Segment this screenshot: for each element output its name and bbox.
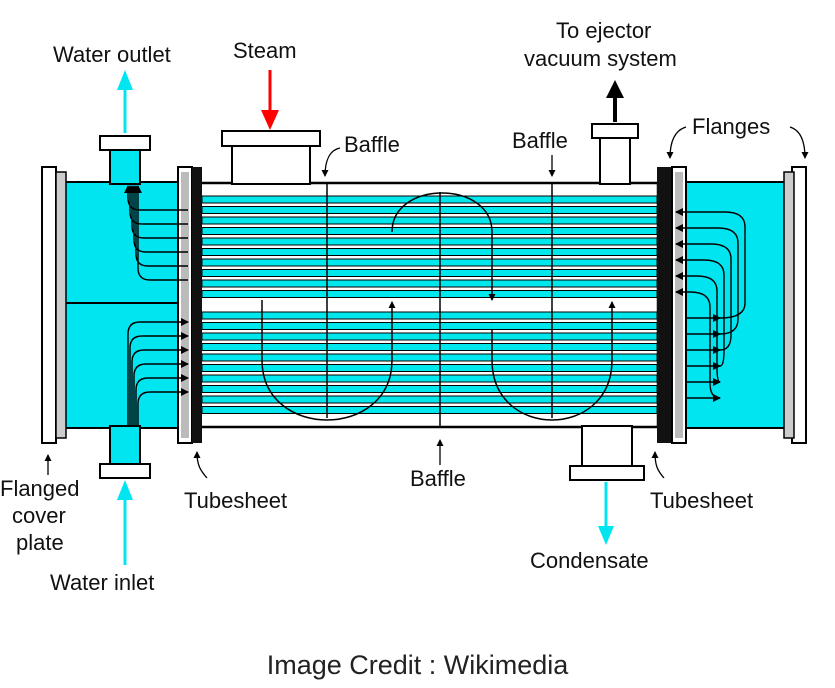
flow-arrow bbox=[675, 256, 725, 367]
shell bbox=[198, 123, 660, 481]
flow-arrow bbox=[132, 185, 188, 267]
ejector-label-line1: To ejector bbox=[556, 18, 651, 43]
condensate-label: Condensate bbox=[530, 548, 649, 573]
heat-exchanger-diagram: Water outlet Steam To ejector vacuum sys… bbox=[0, 18, 809, 595]
left-water-flow bbox=[124, 185, 189, 426]
tube bbox=[201, 237, 658, 246]
water-inlet-arrow-icon bbox=[117, 480, 133, 565]
left-flange bbox=[177, 166, 193, 444]
baffle-label-right: Baffle bbox=[512, 128, 568, 153]
flow-arrow bbox=[124, 185, 188, 211]
flow-arrow bbox=[137, 388, 189, 426]
tubesheet-label-left: Tubesheet bbox=[184, 488, 287, 513]
flanged-cover-label-line1: Flanged bbox=[0, 476, 80, 501]
steam-label: Steam bbox=[233, 38, 297, 63]
water-inlet-label: Water inlet bbox=[50, 570, 154, 595]
right-water-flow bbox=[675, 208, 746, 402]
tube bbox=[201, 206, 658, 214]
tubesheet-left bbox=[192, 167, 202, 443]
tube bbox=[201, 227, 658, 235]
flow-arrow bbox=[133, 360, 189, 426]
flanged-cover-label-line2: cover bbox=[12, 503, 66, 528]
label-pointers bbox=[44, 126, 809, 479]
tube-bundle bbox=[201, 195, 658, 414]
image-credit: Image Credit : Wikimedia bbox=[266, 650, 569, 680]
water-outlet-arrow-icon bbox=[117, 70, 133, 133]
flow-arrow bbox=[131, 346, 189, 426]
condensate-arrow-icon bbox=[598, 482, 614, 545]
tube bbox=[201, 322, 658, 330]
flanged-cover-label-line3: plate bbox=[16, 530, 64, 555]
water-outlet-label: Water outlet bbox=[53, 42, 171, 67]
tube bbox=[201, 216, 658, 225]
tubesheet-right bbox=[657, 167, 671, 443]
flow-arrow bbox=[134, 185, 188, 281]
flanged-cover-plate bbox=[41, 166, 67, 444]
tube bbox=[201, 279, 658, 288]
tube bbox=[201, 290, 658, 298]
tube bbox=[201, 406, 658, 414]
tube bbox=[201, 195, 658, 204]
flow-arrow bbox=[135, 374, 189, 426]
flow-arrow bbox=[127, 318, 189, 426]
tube bbox=[201, 343, 658, 351]
flow-arrow bbox=[130, 185, 188, 253]
tube bbox=[201, 332, 658, 341]
tubesheet-label-right: Tubesheet bbox=[650, 488, 753, 513]
ejector-arrow-icon bbox=[606, 80, 624, 122]
flow-arrow bbox=[675, 288, 721, 399]
tube bbox=[201, 364, 658, 372]
steam-arrow-icon bbox=[261, 70, 279, 130]
right-water-box bbox=[671, 166, 807, 444]
flow-arrow bbox=[675, 208, 746, 319]
steam-flow-path bbox=[261, 192, 616, 421]
tube bbox=[201, 395, 658, 404]
flow-arrow bbox=[128, 185, 188, 239]
flanges-label: Flanges bbox=[692, 114, 770, 139]
tube bbox=[201, 258, 658, 267]
baffle-label-bottom: Baffle bbox=[410, 466, 466, 491]
flow-arrow bbox=[675, 240, 732, 351]
flow-arrow bbox=[129, 332, 189, 426]
tube bbox=[201, 269, 658, 277]
tube bbox=[201, 374, 658, 383]
tube bbox=[201, 248, 658, 256]
flow-arrow bbox=[675, 224, 739, 335]
left-water-box bbox=[57, 135, 194, 479]
flow-arrow bbox=[126, 185, 188, 225]
tube bbox=[201, 311, 658, 320]
tube bbox=[201, 353, 658, 362]
flow-arrow bbox=[675, 272, 721, 383]
ejector-label-line2: vacuum system bbox=[524, 46, 677, 71]
baffle-label-left: Baffle bbox=[344, 132, 400, 157]
